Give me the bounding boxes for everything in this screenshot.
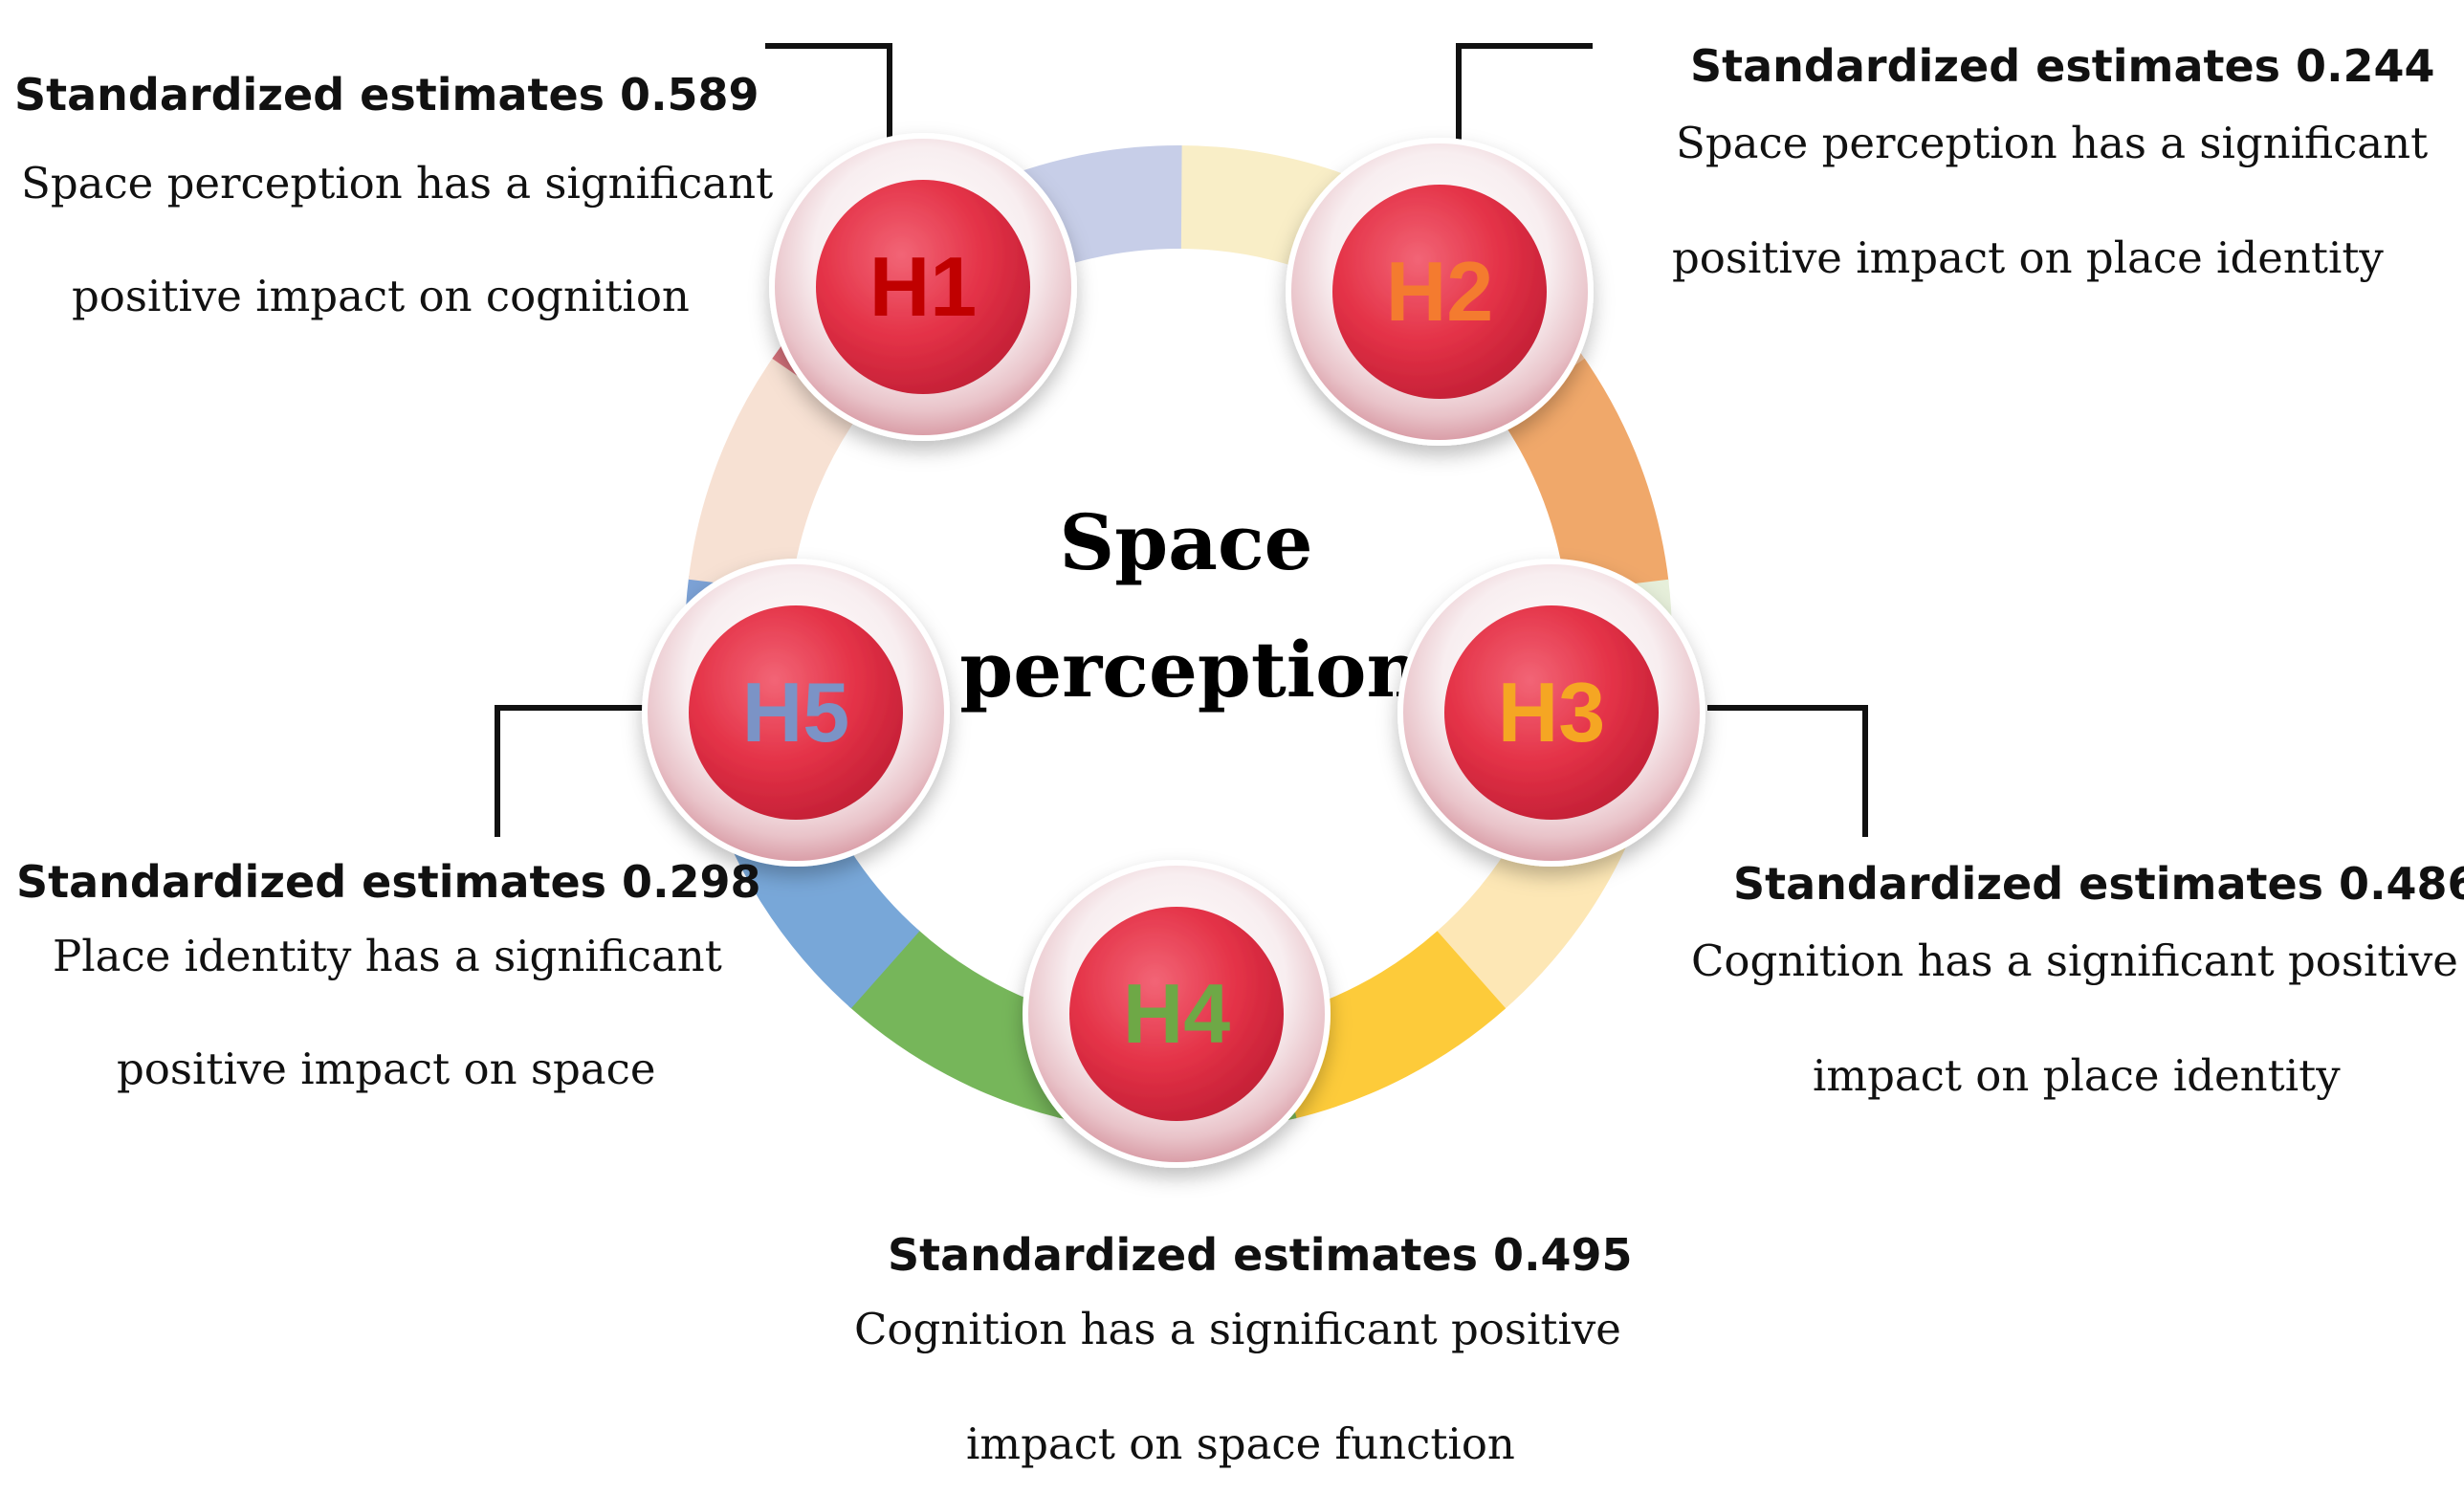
node-h2	[1286, 138, 1594, 446]
leader-line-h1	[765, 43, 892, 161]
node-h1-label: H1	[869, 239, 978, 334]
h3-desc-line2: impact on place identity	[1813, 1050, 2341, 1101]
center-title-line1: Space	[1059, 497, 1312, 587]
ring-segment	[848, 929, 1086, 1119]
node-h2-label: H2	[1386, 244, 1494, 339]
h1-desc-line1: Space perception has a significant	[21, 158, 773, 209]
h1-desc-line2: positive impact on cognition	[72, 271, 690, 321]
h4-desc-line1: Cognition has a significant positive	[854, 1304, 1621, 1354]
node-h4-label: H4	[1123, 966, 1231, 1061]
h4-desc-line2: impact on space function	[966, 1418, 1515, 1469]
ring-segment	[1268, 931, 1507, 1119]
h5-desc-line2: positive impact on space	[117, 1044, 655, 1094]
h2-estimate: Standardized estimates 0.244	[1690, 40, 2435, 92]
h4-estimate: Standardized estimates 0.495	[888, 1229, 1633, 1281]
h1-estimate: Standardized estimates 0.589	[14, 69, 759, 121]
node-h1	[769, 133, 1077, 441]
h3-desc-line1: Cognition has a significant positive	[1691, 935, 2458, 986]
node-h4	[1023, 860, 1331, 1168]
h2-desc-line2: positive impact on place identity	[1672, 232, 2384, 283]
leader-line-h3	[1707, 705, 1868, 837]
leader-line-h2	[1456, 43, 1593, 161]
h3-estimate: Standardized estimates 0.486	[1733, 858, 2464, 910]
h5-estimate: Standardized estimates 0.298	[16, 856, 761, 908]
ring-segment	[1499, 358, 1669, 595]
h2-desc-line1: Space perception has a significant	[1676, 118, 2428, 168]
h5-desc-line1: Place identity has a significant	[53, 931, 722, 981]
center-title-line2: perception	[959, 625, 1421, 715]
node-h3-label: H3	[1498, 665, 1606, 759]
node-h3	[1397, 559, 1705, 867]
leader-line-h5	[495, 705, 650, 837]
ring-segment	[688, 355, 859, 592]
node-h5	[642, 559, 950, 867]
node-h5-label: H5	[742, 665, 850, 759]
